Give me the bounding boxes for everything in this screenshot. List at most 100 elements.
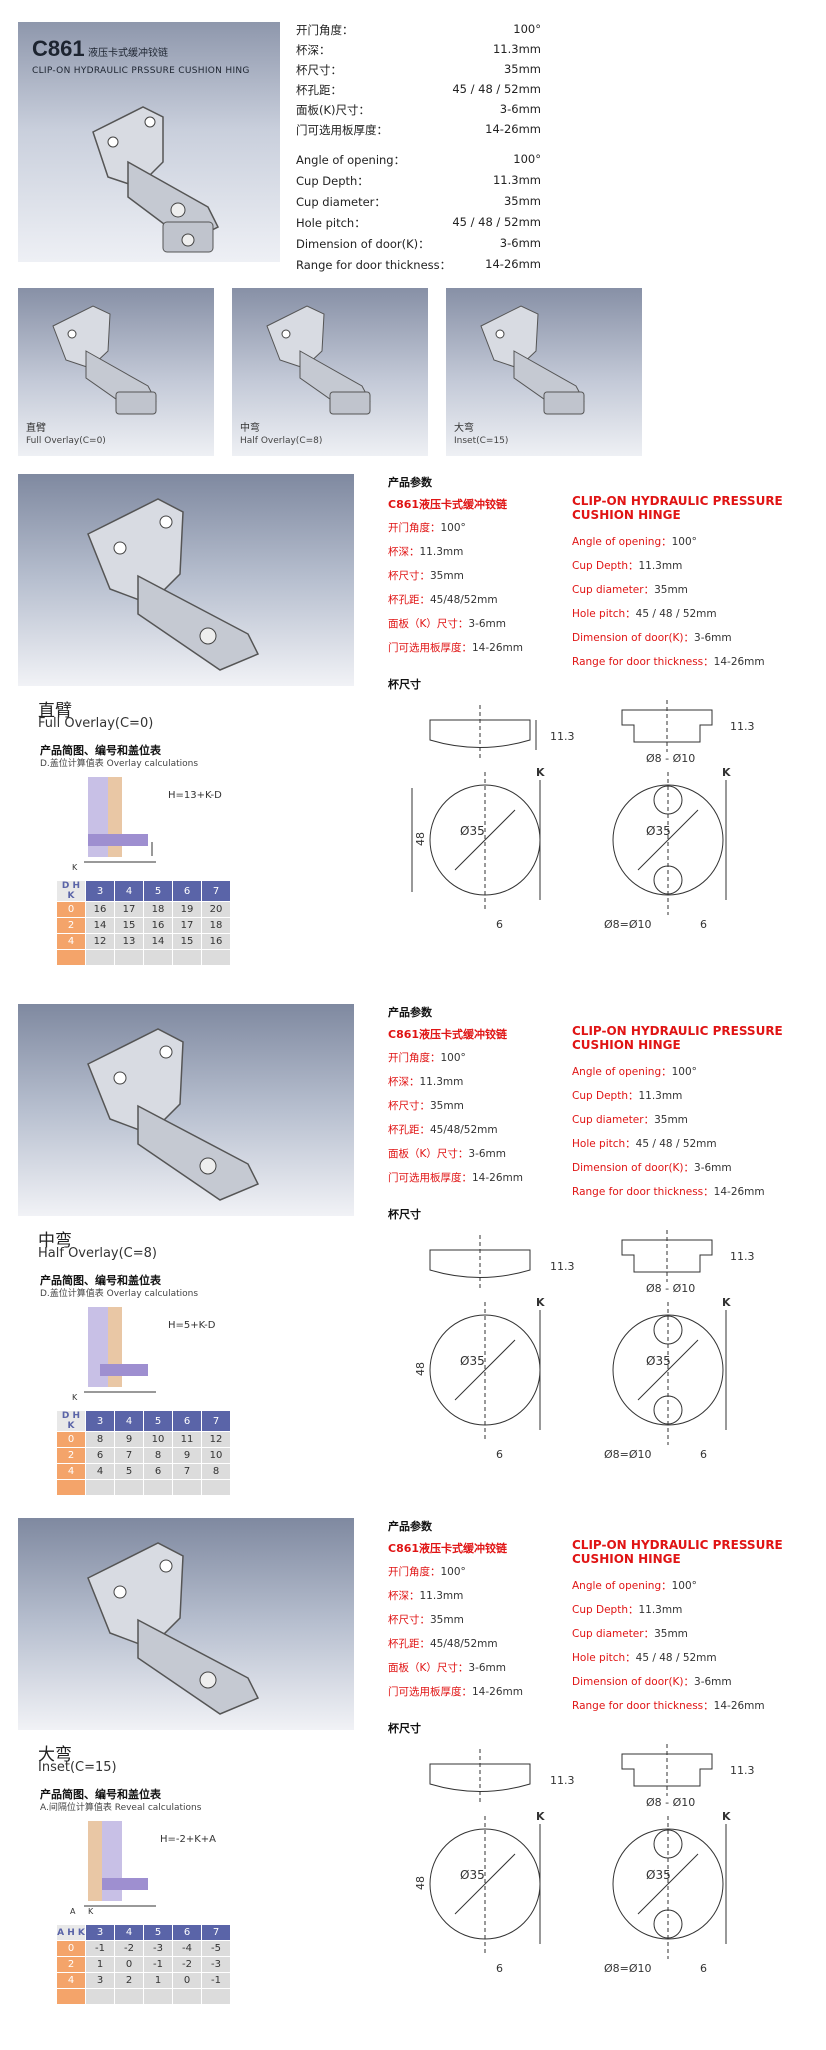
thumb-label-cn: 大弯 (454, 423, 474, 434)
reveal-diagram: A K (70, 1821, 156, 1916)
param-en-row: Hole pitch：45 / 48 / 52mm (572, 1652, 717, 1664)
k-marker: K (72, 863, 78, 872)
thumb-label-cn: 直臂 (26, 423, 46, 434)
param-en-row: Cup diameter：35mm (572, 1114, 688, 1126)
thumb-full-overlay: 直臂 Full Overlay(C=0) (18, 288, 214, 456)
section-label-en: Inset(C=15) (38, 1760, 117, 1775)
overlay-diagram: K (72, 777, 156, 872)
param-en-row: Range for door thickness：14-26mm (572, 1700, 765, 1712)
param-cn-row: 面板（K）尺寸：3-6mm (388, 618, 506, 630)
hole-range-label: Ø8=Ø10 (604, 1448, 652, 1461)
diagram-subtitle: D.盖位计算值表 Overlay calculations (40, 759, 199, 769)
section-label-en: Full Overlay(C=0) (38, 716, 154, 731)
params-cn-title: C861液压卡式缓冲铰链 (388, 498, 508, 511)
formula: H=5+K-D (168, 1320, 216, 1331)
cup-diameter-label: Ø35 (460, 824, 485, 838)
cup-depth-label: 11.3 (550, 1774, 575, 1787)
cup-pitch-label: 48 (414, 832, 427, 846)
diagram-subtitle: A.间隔位计算值表 Reveal calculations (40, 1803, 202, 1813)
k-label: K (536, 766, 545, 779)
param-cn-row: 开门角度：100° (388, 522, 466, 534)
model-number: C861 (32, 36, 85, 61)
spec-row: Cup Depth：11.3mm (296, 173, 541, 188)
param-cn-row: 门可选用板厚度：14-26mm (388, 1686, 523, 1698)
spec-row: 杯孔距：45 / 48 / 52mm (296, 82, 541, 97)
param-cn-row: 门可选用板厚度：14-26mm (388, 1172, 523, 1184)
cup-depth-label: 11.3 (730, 720, 755, 733)
product-title-cn: 液压卡式缓冲铰链 (88, 48, 168, 59)
diagram-subtitle: D.盖位计算值表 Overlay calculations (40, 1289, 199, 1299)
thumb-label-en: Half Overlay(C=8) (240, 436, 323, 446)
cup-diameter-label: Ø35 (460, 1354, 485, 1368)
param-cn-row: 杯深：11.3mm (388, 1076, 464, 1088)
edge-label: 6 (496, 1962, 503, 1975)
thumb-label-en: Full Overlay(C=0) (26, 436, 106, 446)
param-cn-row: 杯尺寸：35mm (388, 1614, 464, 1626)
section-photo-half-overlay (18, 1004, 354, 1216)
k-label: K (722, 1810, 731, 1823)
cup-heading: 杯尺寸 (388, 678, 421, 691)
cup-pitch-label: 48 (414, 1362, 427, 1376)
edge-label: 6 (700, 918, 707, 931)
param-cn-row: 面板（K）尺寸：3-6mm (388, 1148, 506, 1160)
thumb-label-en: Inset(C=15) (454, 436, 509, 446)
param-en-row: Range for door thickness：14-26mm (572, 1186, 765, 1198)
params-heading: 产品参数 (388, 1520, 432, 1533)
param-cn-row: 面板（K）尺寸：3-6mm (388, 1662, 506, 1674)
hole-range-label: Ø8 - Ø10 (646, 752, 695, 765)
param-cn-row: 杯尺寸：35mm (388, 570, 464, 582)
diagram-title: 产品简图、编号和盖位表 (40, 744, 161, 757)
k-marker: K (88, 1907, 94, 1916)
cup-diameter-label: Ø35 (646, 1354, 671, 1368)
edge-label: 6 (496, 918, 503, 931)
hinge-icon (87, 498, 260, 671)
param-cn-row: 杯孔距：45/48/52mm (388, 594, 498, 606)
hinge-icon (480, 305, 585, 415)
spec-row: 面板(K)尺寸：3-6mm (296, 102, 541, 117)
params-cn-title: C861液压卡式缓冲铰链 (388, 1028, 508, 1041)
param-en-row: Angle of opening：100° (572, 1580, 697, 1592)
spec-row: Dimension of door(K)：3-6mm (296, 236, 541, 251)
hinge-icon (87, 1028, 260, 1201)
thumb-half-overlay: 中弯 Half Overlay(C=8) (232, 288, 428, 456)
params-en-title: CLIP-ON HYDRAULIC PRESSURE CUSHION HINGE (572, 1538, 783, 1566)
hinge-icon (52, 305, 157, 415)
param-en-row: Dimension of door(K)：3-6mm (572, 1162, 732, 1174)
params-cn-title: C861液压卡式缓冲铰链 (388, 1542, 508, 1555)
section-label-cn: 直臂 (38, 701, 72, 721)
edge-label: 6 (496, 1448, 503, 1461)
hole-range-label: Ø8 - Ø10 (646, 1796, 695, 1809)
param-en-row: Cup diameter：35mm (572, 1628, 688, 1640)
header-product-photo: C861 液压卡式缓冲铰链 CLIP-ON HYDRAULIC PRSSURE … (18, 22, 280, 262)
section-label-en: Half Overlay(C=8) (38, 1246, 157, 1261)
cup-depth-label: 11.3 (550, 1260, 575, 1273)
section-photo-inset (18, 1518, 354, 1730)
param-en-row: Cup Depth：11.3mm (572, 1090, 683, 1102)
param-en-row: Hole pitch：45 / 48 / 52mm (572, 1138, 717, 1150)
k-marker: K (72, 1393, 78, 1402)
overlay-diagram: K (72, 1307, 156, 1402)
param-en-row: Angle of opening：100° (572, 1066, 697, 1078)
formula: H=13+K-D (168, 790, 222, 801)
params-en-title: CLIP-ON HYDRAULIC PRESSURE CUSHION HINGE (572, 494, 783, 522)
spec-row: 开门角度：100° (296, 22, 541, 37)
cup-diagram-left: 11.3 Ø35 48 K 6 (414, 1235, 575, 1461)
cup-heading: 杯尺寸 (388, 1722, 421, 1735)
param-cn-row: 开门角度：100° (388, 1052, 466, 1064)
cup-depth-label: 11.3 (730, 1250, 755, 1263)
cup-diameter-label: Ø35 (646, 1868, 671, 1882)
param-en-row: Cup Depth：11.3mm (572, 560, 683, 572)
k-label: K (536, 1810, 545, 1823)
thumb-label-cn: 中弯 (240, 423, 260, 434)
cup-diagram-right: 11.3 Ø8 - Ø10 Ø35 K Ø8=Ø10 6 (604, 1230, 755, 1461)
edge-label: 6 (700, 1448, 707, 1461)
param-en-row: Range for door thickness：14-26mm (572, 656, 765, 668)
cup-diameter-label: Ø35 (460, 1868, 485, 1882)
param-en-row: Hole pitch：45 / 48 / 52mm (572, 608, 717, 620)
section-label-cn: 中弯 (38, 1231, 72, 1251)
cup-diagram-right: 11.3 Ø8 - Ø10 Ø35 K Ø8=Ø10 6 (604, 1744, 755, 1975)
spec-row: Hole pitch：45 / 48 / 52mm (296, 215, 541, 230)
hole-range-label: Ø8=Ø10 (604, 1962, 652, 1975)
